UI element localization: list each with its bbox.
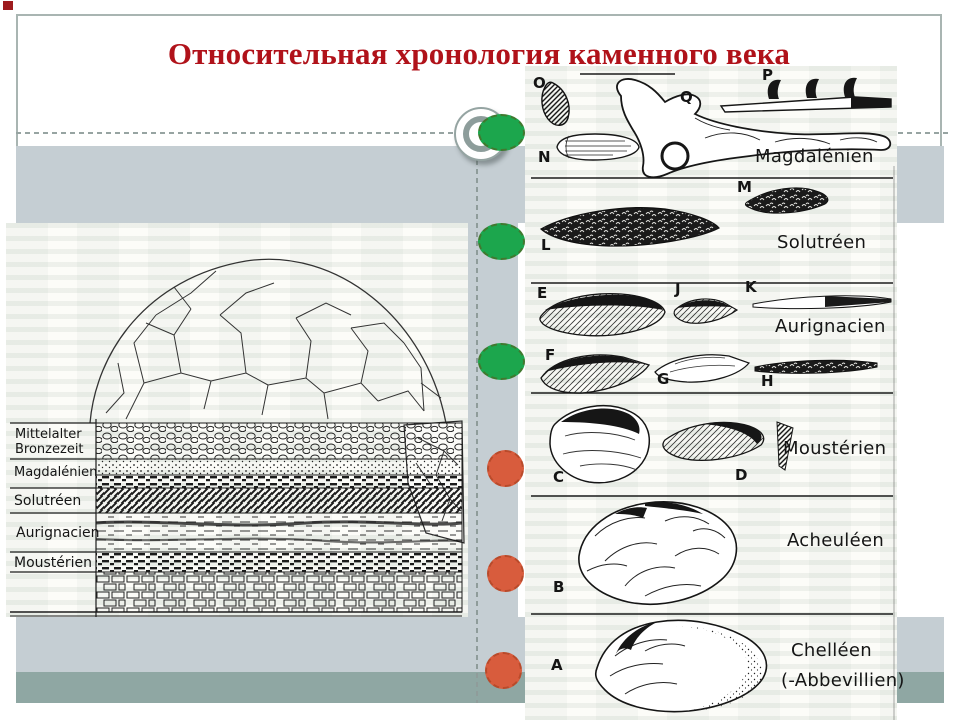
tool-Q-drawing	[616, 78, 892, 179]
tool-letter-k: K	[745, 278, 757, 296]
timeline-circle-red-3	[485, 652, 522, 689]
tool-J-drawing	[673, 298, 739, 324]
tool-L-drawing	[539, 207, 720, 247]
stratigraphy-scan: Mittelalter Bronzezeit Magdalénien Solut…	[6, 223, 468, 617]
timeline-circle-green-2	[478, 223, 525, 260]
tool-P-drawing	[719, 77, 892, 113]
tool-G-drawing	[654, 354, 751, 383]
period-label-aurignacien: Aurignacien	[775, 316, 886, 337]
timeline-circle-red-1	[487, 450, 524, 487]
tool-B-drawing	[578, 501, 738, 605]
period-label-solutreen: Solutréen	[777, 232, 867, 253]
typology-drawing	[531, 73, 895, 720]
tool-letter-j: J	[675, 280, 681, 298]
timeline-dashed-line	[476, 133, 478, 703]
tool-M-drawing	[744, 187, 829, 214]
accent-square	[3, 1, 13, 10]
cave-dome-drawing	[89, 258, 447, 424]
strat-label-bronzezeit: Bronzezeit	[15, 442, 84, 457]
strat-label-solutreen: Solutréen	[14, 493, 82, 509]
strat-label-mousterien: Moustérien	[14, 555, 93, 571]
period-label-chelleen: Chelléen	[791, 640, 873, 661]
timeline-circle-green-3	[478, 343, 525, 380]
tool-letter-g: G	[657, 370, 670, 388]
timeline-circle-green-1	[478, 114, 525, 151]
period-label-mousterien: Moustérien	[783, 438, 887, 459]
tool-F-drawing	[540, 354, 651, 394]
strat-label-magdalenien: Magdalénien	[14, 465, 98, 480]
period-label-acheuleen: Acheuléen	[787, 530, 885, 551]
tool-letter-p: P	[762, 66, 773, 84]
mousterien-wedge-drawing	[776, 421, 794, 471]
tool-letter-m: M	[737, 178, 752, 196]
tool-letter-f: F	[545, 346, 556, 364]
strat-label-aurignacien: Aurignacien	[16, 525, 100, 541]
slide-title: Относительная хронология каменного века	[167, 36, 791, 71]
period-label-abbevillien: (-Abbevillien)	[781, 670, 905, 691]
tool-N-drawing	[556, 133, 640, 161]
tool-O-drawing	[541, 81, 570, 126]
stratigraphy-drawing	[10, 258, 465, 617]
timeline-start-ring	[454, 107, 508, 161]
tool-letter-q: Q	[680, 88, 693, 106]
section-rules	[531, 73, 895, 720]
tool-letter-e: E	[537, 284, 548, 302]
timeline-circle-red-2	[487, 555, 524, 592]
tool-D-drawing	[662, 421, 765, 461]
tool-letter-b: B	[553, 578, 565, 596]
tool-letter-c: C	[553, 468, 565, 486]
tool-letter-h: H	[761, 372, 774, 390]
tool-letter-l: L	[541, 236, 551, 254]
tool-letter-d: D	[735, 466, 748, 484]
tool-H-drawing	[754, 359, 878, 374]
strata-layers	[10, 422, 463, 617]
strat-label-mittelalter: Mittelalter	[15, 427, 82, 442]
tool-letter-a: A	[551, 656, 563, 674]
tool-letter-n: N	[538, 148, 551, 166]
tool-A-drawing	[594, 619, 768, 713]
tool-E-drawing	[539, 293, 666, 337]
period-label-magdalenien: Magdalénien	[755, 146, 874, 167]
typology-scan: O Q P N M L E J K F G H C D B A Magdalén…	[525, 66, 904, 720]
tool-K-drawing	[752, 295, 892, 310]
label-column-rules	[10, 419, 97, 617]
tool-letter-o: O	[533, 74, 546, 92]
tool-C-drawing	[549, 405, 651, 484]
